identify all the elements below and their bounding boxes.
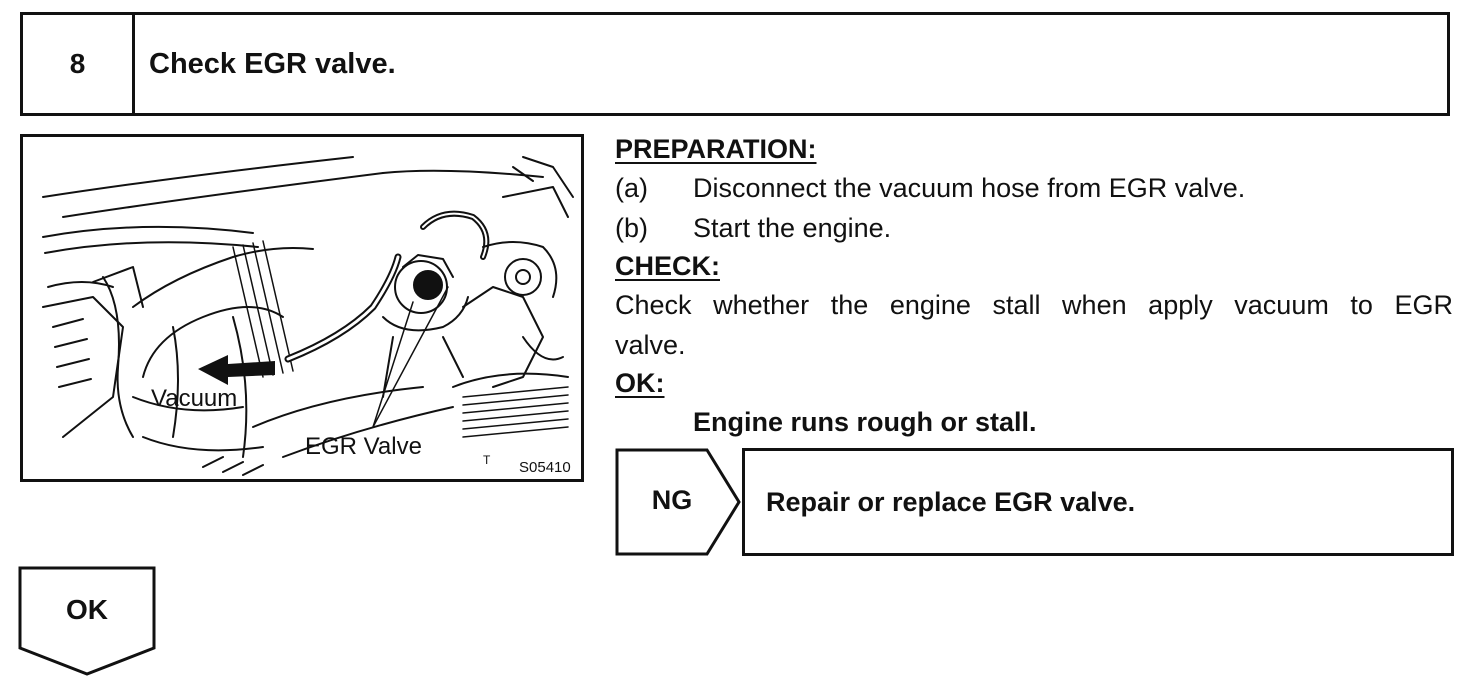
step-title: Check EGR valve. xyxy=(149,47,396,80)
prep-item-b-marker: (b) xyxy=(615,213,648,243)
step-header: 8 Check EGR valve. xyxy=(20,12,1450,116)
check-text-line2: valve. xyxy=(615,330,686,360)
check-heading: CHECK: xyxy=(615,251,720,281)
ng-label: NG xyxy=(651,484,693,515)
egr-valve-illustration: Vacuum EGR Valve T S05410 xyxy=(20,134,584,482)
ok-heading: OK: xyxy=(615,368,665,398)
prep-item-a-marker: (a) xyxy=(615,173,648,203)
engine-bay-drawing xyxy=(42,156,574,476)
ng-action-box xyxy=(742,448,1454,556)
prep-item-b-text: Start the engine. xyxy=(693,213,892,243)
prep-item-a-text: Disconnect the vacuum hose from EGR valv… xyxy=(693,173,1246,203)
ok-arrow-icon xyxy=(18,566,156,676)
vacuum-label: Vacuum xyxy=(151,385,238,412)
ok-label: OK xyxy=(66,594,108,625)
egr-valve-label: EGR Valve xyxy=(305,433,422,460)
preparation-heading: PREPARATION: xyxy=(615,134,817,164)
figure-id: S05410 xyxy=(519,459,571,476)
ng-arrow-icon xyxy=(615,448,741,556)
vacuum-arrow-icon xyxy=(198,355,275,385)
ng-action-text: Repair or replace EGR valve. xyxy=(766,486,1136,517)
figure-t-mark: T xyxy=(483,453,491,467)
step-number: 8 xyxy=(23,15,135,113)
check-text-line1: Check whether the engine stall when appl… xyxy=(615,290,1453,320)
ok-result-text: Engine runs rough or stall. xyxy=(693,407,1037,437)
